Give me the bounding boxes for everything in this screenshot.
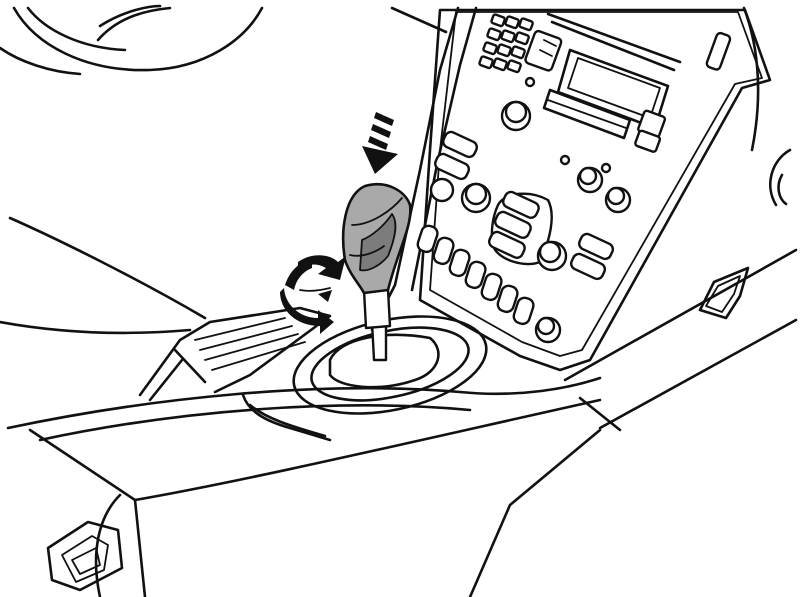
gear-lever: [341, 183, 412, 362]
center-stack-panel: [416, 8, 772, 372]
push-down-arrow-icon: [362, 112, 398, 174]
rotate-arrow-icon: [280, 255, 346, 334]
door-handle: [46, 520, 124, 592]
center-console: [6, 306, 602, 597]
air-vent: [698, 266, 750, 320]
radio-keypad: [478, 13, 534, 74]
steering-wheel: [0, 4, 264, 76]
gear-knob-shade: [359, 213, 397, 272]
dashboard-outline: [0, 6, 798, 597]
